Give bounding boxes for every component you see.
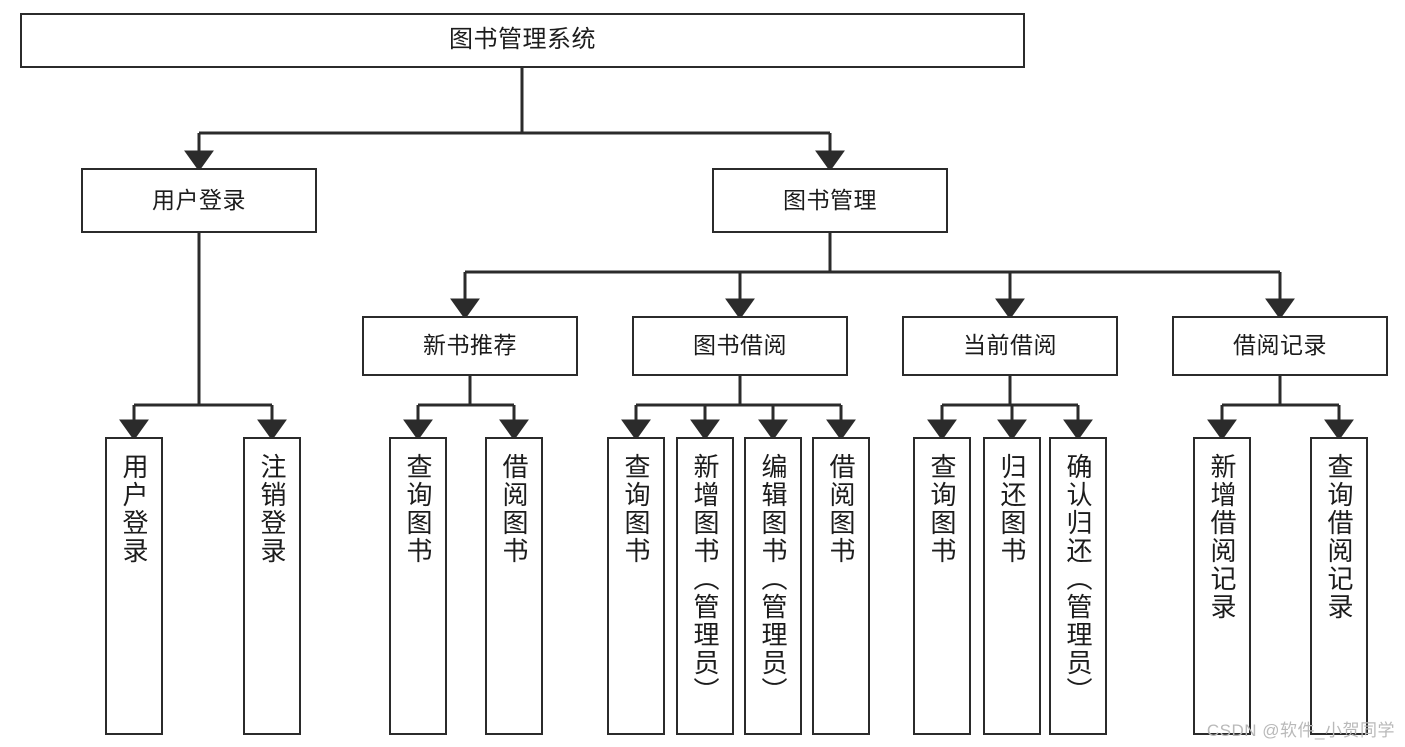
node-label: 查询图书 [927, 453, 957, 565]
node-borrow-record[interactable]: 借阅记录 [1172, 316, 1388, 376]
leaf-borrow-add-book-admin[interactable]: 新增图书（管理员） [676, 437, 734, 735]
node-label: 图书管理系统 [449, 26, 596, 54]
leaf-borrow-edit-book-admin[interactable]: 编辑图书（管理员） [744, 437, 802, 735]
node-book-management[interactable]: 图书管理 [712, 168, 948, 233]
node-user-login[interactable]: 用户登录 [81, 168, 317, 233]
node-label: 借阅图书 [826, 453, 856, 565]
leaf-record-query-record[interactable]: 查询借阅记录 [1310, 437, 1368, 735]
node-book-borrow[interactable]: 图书借阅 [632, 316, 848, 376]
leaf-current-return-book[interactable]: 归还图书 [983, 437, 1041, 735]
node-label: 借阅记录 [1233, 332, 1327, 359]
node-label: 用户登录 [119, 453, 149, 565]
leaf-user-login-logout[interactable]: 注销登录 [243, 437, 301, 735]
leaf-recommend-query-book[interactable]: 查询图书 [389, 437, 447, 735]
node-label: 图书借阅 [693, 332, 787, 359]
node-label: 注销登录 [257, 453, 287, 565]
leaf-recommend-borrow-book[interactable]: 借阅图书 [485, 437, 543, 735]
node-new-book-recommend[interactable]: 新书推荐 [362, 316, 578, 376]
node-label: 用户登录 [152, 186, 246, 213]
leaf-borrow-query-book[interactable]: 查询图书 [607, 437, 665, 735]
node-label: 确认归还（管理员） [1063, 453, 1093, 705]
node-label: 借阅图书 [499, 453, 529, 565]
node-label: 图书管理 [783, 186, 877, 213]
node-label: 查询图书 [403, 453, 433, 565]
csdn-watermark: CSDN @软件_小贺同学 [1206, 721, 1395, 740]
node-label: 新书推荐 [423, 332, 517, 359]
node-label: 新增借阅记录 [1207, 453, 1237, 621]
node-label: 新增图书（管理员） [690, 453, 720, 705]
node-current-borrow[interactable]: 当前借阅 [902, 316, 1118, 376]
node-root-system[interactable]: 图书管理系统 [20, 13, 1025, 68]
leaf-current-confirm-return-admin[interactable]: 确认归还（管理员） [1049, 437, 1107, 735]
leaf-current-query-book[interactable]: 查询图书 [913, 437, 971, 735]
leaf-user-login-login[interactable]: 用户登录 [105, 437, 163, 735]
leaf-record-add-record[interactable]: 新增借阅记录 [1193, 437, 1251, 735]
node-label: 当前借阅 [963, 332, 1057, 359]
node-label: 查询借阅记录 [1324, 453, 1354, 621]
node-label: 编辑图书（管理员） [758, 453, 788, 705]
node-label: 归还图书 [997, 453, 1027, 565]
leaf-borrow-borrow-book[interactable]: 借阅图书 [812, 437, 870, 735]
node-label: 查询图书 [621, 453, 651, 565]
